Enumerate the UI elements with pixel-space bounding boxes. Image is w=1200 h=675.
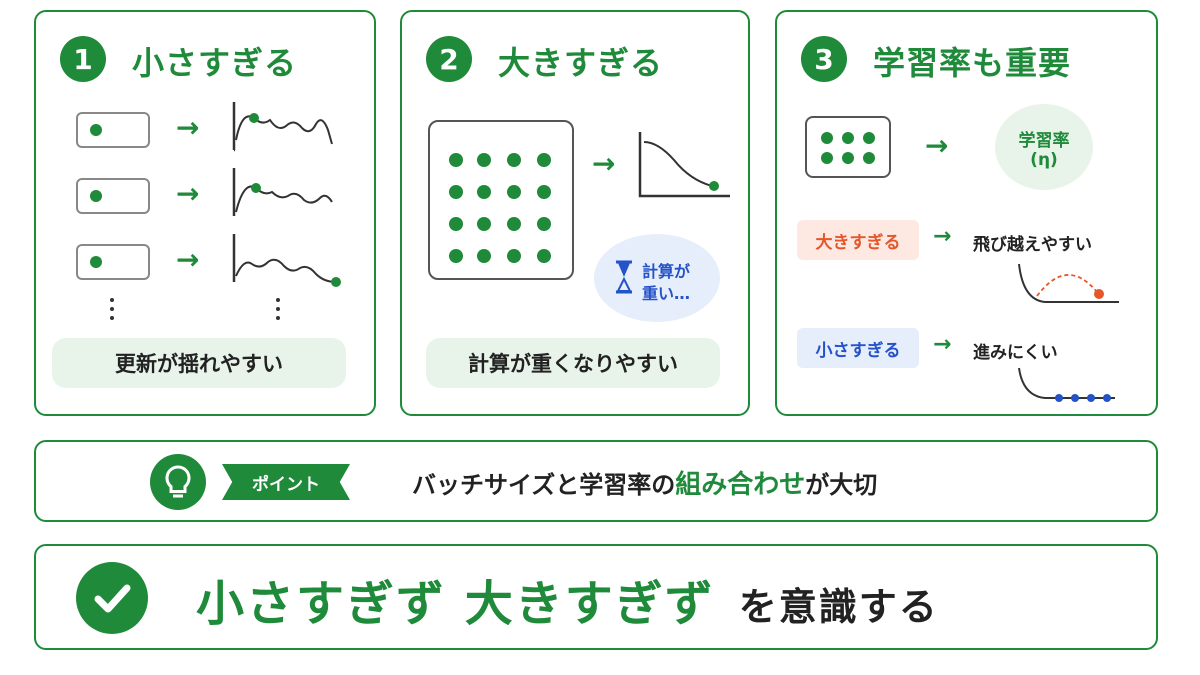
step-number-2: 2 xyxy=(426,36,472,82)
bubble-line-2: 重い… xyxy=(642,284,691,303)
loss-curve-small-3 xyxy=(232,234,341,287)
arrow-right-icon: → xyxy=(933,224,952,249)
large-batch-grid xyxy=(428,120,574,280)
lightbulb-icon-circle xyxy=(150,454,206,510)
point-text-after: が大切 xyxy=(805,471,878,499)
batch-box xyxy=(76,244,150,280)
arrow-right-icon: → xyxy=(176,111,200,144)
loss-curve-smooth xyxy=(638,132,730,198)
too-big-tag: 大きすぎる xyxy=(797,220,919,260)
panel-title: 小さすぎる xyxy=(132,44,298,82)
step-number-3: 3 xyxy=(801,36,847,82)
slow-progress-curve xyxy=(1018,367,1115,402)
ellipsis-vertical xyxy=(110,298,114,325)
point-bar: ポイント バッチサイズと学習率の組み合わせが大切 xyxy=(34,440,1158,522)
hourglass-icon xyxy=(616,260,632,294)
check-icon-circle xyxy=(76,562,148,634)
loss-curve-small-2 xyxy=(232,168,333,216)
bubble-line-1: 計算が xyxy=(642,262,691,281)
point-badge-label: ポイント xyxy=(252,474,320,495)
arrow-right-icon: → xyxy=(933,332,952,357)
panel-too-small: 1 小さすぎる → → → 更新が揺れやすい xyxy=(34,10,376,416)
conclusion-highlight: 小さすぎず 大きすぎず xyxy=(196,576,715,632)
arrow-right-icon: → xyxy=(176,243,200,276)
conclusion-bar: 小さすぎず 大きすぎずを意識する xyxy=(34,544,1158,650)
point-text: バッチサイズと学習率の組み合わせが大切 xyxy=(412,464,877,501)
ellipsis-vertical xyxy=(276,298,280,325)
point-badge: ポイント xyxy=(222,464,350,500)
too-small-tag: 小さすぎる xyxy=(797,328,919,368)
too-small-desc: 進みにくい xyxy=(973,343,1058,363)
conclusion-text: 小さすぎず 大きすぎずを意識する xyxy=(196,564,939,634)
learning-rate-circle: 学習率 (η) xyxy=(995,104,1093,190)
panel-title: 学習率も重要 xyxy=(873,44,1072,82)
caption-pill: 計算が重くなりやすい xyxy=(426,338,720,388)
check-icon xyxy=(94,584,131,613)
batch-box xyxy=(76,112,150,148)
batch-grid-small xyxy=(805,116,891,178)
batch-box xyxy=(76,178,150,214)
panel-title: 大きすぎる xyxy=(498,44,664,82)
heavy-compute-bubble: 計算が 重い… xyxy=(594,234,720,322)
lightbulb-icon xyxy=(165,465,191,498)
caption-pill: 更新が揺れやすい xyxy=(52,338,346,388)
point-text-before: バッチサイズと学習率の xyxy=(412,471,676,499)
loss-curve-small-1 xyxy=(232,102,333,152)
lr-label: 学習率 xyxy=(1018,131,1070,151)
panel-learning-rate: 3 学習率も重要 → 学習率 (η) 大きすぎる → 飛び越えやすい 小さすぎる… xyxy=(775,10,1158,416)
arrow-right-icon: → xyxy=(925,129,949,162)
arrow-right-icon: → xyxy=(176,177,200,210)
overshoot-curve xyxy=(1018,263,1119,303)
lr-symbol: (η) xyxy=(1030,150,1058,170)
arrow-right-icon: → xyxy=(592,147,616,180)
point-text-highlight: 組み合わせ xyxy=(675,470,806,500)
panel-too-large: 2 大きすぎる → 計算が 重い… 計算が重くなりやすい xyxy=(400,10,750,416)
too-big-desc: 飛び越えやすい xyxy=(973,235,1092,255)
step-number-1: 1 xyxy=(60,36,106,82)
conclusion-rest: を意識する xyxy=(738,585,939,629)
